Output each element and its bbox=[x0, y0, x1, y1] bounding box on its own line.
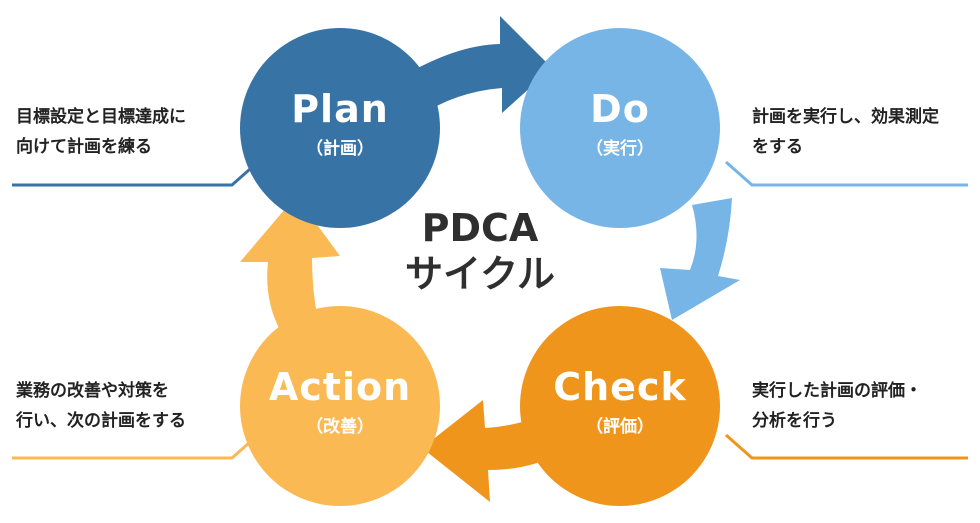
do-label: Do （実行） bbox=[520, 86, 720, 162]
do-description: 計画を実行し、効果測定 をする bbox=[752, 102, 939, 162]
plan-label: Plan （計画） bbox=[240, 86, 440, 162]
action-subtitle: （改善） bbox=[306, 417, 374, 437]
plan-title: Plan bbox=[291, 87, 389, 131]
check-title: Check bbox=[553, 365, 687, 409]
check-leader-line bbox=[725, 433, 968, 460]
do-subtitle: （実行） bbox=[586, 139, 654, 159]
plan-description-line2: 向けて計画を練る bbox=[16, 137, 152, 157]
plan-leader-line bbox=[12, 160, 259, 187]
do-title: Do bbox=[590, 87, 650, 131]
action-leader-line bbox=[12, 433, 259, 460]
do-description-line1: 計画を実行し、効果測定 bbox=[752, 107, 939, 127]
do-description-line2: をする bbox=[752, 137, 803, 157]
do-circle bbox=[520, 28, 720, 228]
check-label: Check （評価） bbox=[520, 364, 720, 440]
do-leader-line bbox=[725, 160, 968, 187]
action-to-plan-arrow bbox=[240, 196, 340, 330]
check-description: 実行した計画の評価・ 分析を行う bbox=[752, 376, 922, 436]
plan-description: 目標設定と目標達成に 向けて計画を練る bbox=[16, 102, 186, 162]
do-to-check-arrow bbox=[660, 198, 740, 320]
action-description-line1: 業務の改善や対策を bbox=[16, 381, 169, 401]
plan-subtitle: （計画） bbox=[306, 139, 374, 159]
action-circle bbox=[240, 306, 440, 506]
plan-circle bbox=[240, 28, 440, 228]
plan-description-line1: 目標設定と目標達成に bbox=[16, 107, 186, 127]
check-subtitle: （評価） bbox=[586, 417, 654, 437]
check-description-line2: 分析を行う bbox=[752, 411, 837, 431]
plan-to-do-arrow bbox=[400, 16, 552, 116]
action-description: 業務の改善や対策を 行い、次の計画をする bbox=[16, 376, 186, 436]
check-description-line1: 実行した計画の評価・ bbox=[752, 381, 922, 401]
action-title: Action bbox=[268, 365, 412, 409]
check-circle bbox=[520, 306, 720, 506]
action-description-line2: 行い、次の計画をする bbox=[16, 411, 186, 431]
center-title-line1: PDCA bbox=[421, 206, 539, 250]
center-title-line2: サイクル bbox=[404, 252, 556, 296]
action-label: Action （改善） bbox=[240, 364, 440, 440]
center-title: PDCA サイクル bbox=[385, 205, 575, 297]
